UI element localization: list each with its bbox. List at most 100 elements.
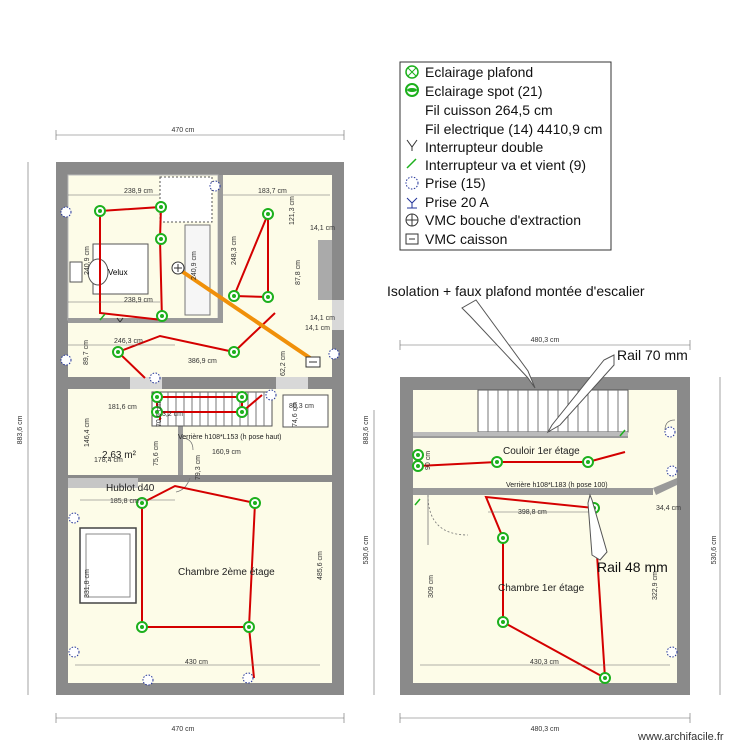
room-chambre-2: Chambre 2ème étage <box>178 567 275 578</box>
hublot-label: Hublot d40 <box>106 483 155 494</box>
dim: 178,4 cm <box>94 457 123 464</box>
socket-20a-icon <box>406 197 418 209</box>
ceiling-light-icon <box>405 65 419 79</box>
socket-icon <box>666 465 678 477</box>
spot-light-icon <box>155 201 167 213</box>
right-floor <box>413 390 677 683</box>
annotation-rail70: Rail 70 mm <box>617 347 688 363</box>
dim-height-inner-2: 530,6 cm <box>363 535 370 564</box>
legend-label: Eclairage plafond <box>425 64 533 80</box>
spot-light-icon <box>228 290 240 302</box>
double-switch-icon <box>406 139 418 151</box>
dim: 70,6 cm <box>156 402 163 427</box>
right-sockets <box>664 426 678 658</box>
spot-light-icon <box>497 532 509 544</box>
legend-label: Eclairage spot (21) <box>425 83 543 99</box>
dim: 90 cm <box>425 451 432 470</box>
spot-light-icon <box>236 391 248 403</box>
wall <box>318 240 332 300</box>
hublot-window <box>68 478 138 488</box>
dim-height-outer: 883,6 cm <box>17 415 24 444</box>
left-plan <box>56 162 344 695</box>
velux-label: Velux <box>108 268 128 277</box>
dim: 430,3 cm <box>530 659 559 666</box>
dim: 240,9 cm <box>191 251 198 280</box>
two-way-switch-icon <box>406 158 417 169</box>
dim: 322,9 cm <box>652 571 659 600</box>
legend-label: Fil cuisson 264,5 cm <box>425 102 553 118</box>
wall <box>218 175 223 323</box>
spot-light-icon <box>243 621 255 633</box>
room-couloir: Couloir 1er étage <box>503 446 580 457</box>
socket-icon <box>405 176 419 190</box>
socket-icon <box>664 426 676 438</box>
dim: 248,3 cm <box>231 236 238 265</box>
spot-light-icon <box>582 456 594 468</box>
legend-label: Interrupteur double <box>425 139 544 155</box>
left-dimension-texts: 470 cm 470 cm 883,6 cm 883,6 cm 530,6 cm… <box>17 127 370 733</box>
spot-light-icon <box>136 497 148 509</box>
dim-height: 530,6 cm <box>711 535 718 564</box>
socket-icon <box>149 372 161 384</box>
double-switch-icon <box>116 317 124 323</box>
window <box>276 377 308 389</box>
dim: 238,9 cm <box>124 188 153 195</box>
wall <box>653 478 677 495</box>
dim: 183,7 cm <box>258 188 287 195</box>
spot-light-icon <box>249 497 261 509</box>
room-chambre-1: Chambre 1er étage <box>498 583 585 594</box>
dim: 181,6 cm <box>108 404 137 411</box>
dim: 238,9 cm <box>124 297 153 304</box>
dim: 80,3 cm <box>289 403 314 410</box>
dim-width-top: 470 cm <box>172 127 195 134</box>
dim-height-inner: 883,6 cm <box>363 415 370 444</box>
dim: 14,1 cm <box>305 325 330 332</box>
dim: 89,7 cm <box>83 340 90 365</box>
spot-light-icon <box>405 83 419 97</box>
spot-light-icon <box>136 621 148 633</box>
velux-window <box>184 224 211 316</box>
vmc-extract-icon <box>171 261 185 275</box>
spot-light-icon <box>156 310 168 322</box>
legend-box <box>399 61 612 251</box>
wall <box>68 318 218 323</box>
dim: 185,8 cm <box>110 498 139 505</box>
dim: 160,9 cm <box>212 449 241 456</box>
shower <box>159 176 213 223</box>
dim: 146,4 cm <box>84 418 91 447</box>
toilet-tank <box>69 261 83 283</box>
legend-label: Prise 20 A <box>425 194 489 210</box>
spot-light-icon <box>112 346 124 358</box>
arrow-rail70 <box>546 354 615 434</box>
dim: 14,1 cm <box>310 225 335 232</box>
spot-light-icon <box>412 449 424 461</box>
legend-label: Fil electrique (14) 4410,9 cm <box>425 121 602 137</box>
door-arc <box>664 419 676 431</box>
wall <box>68 475 332 482</box>
spot-light-icon <box>412 460 424 472</box>
dim: 240,9 cm <box>84 246 91 275</box>
dim: 62,2 cm <box>280 351 287 376</box>
dim: 75,6 cm <box>153 441 160 466</box>
watermark: www.archifacile.fr <box>637 731 724 743</box>
socket-icon <box>666 646 678 658</box>
dim: 121,3 cm <box>289 196 296 225</box>
spot-light-icon <box>228 346 240 358</box>
vmc-box-icon <box>405 233 419 245</box>
left-spots <box>94 201 274 633</box>
two-way-switch-icon <box>414 498 421 506</box>
socket-icon <box>265 389 277 401</box>
legend-label: Interrupteur va et vient (9) <box>425 157 586 173</box>
legend-label: VMC caisson <box>425 231 507 247</box>
verriere-label: Verrière h108*L153 (h pose haut) <box>178 434 282 441</box>
door-arc <box>427 494 469 536</box>
spot-light-icon <box>236 406 248 418</box>
dim-width-top: 480,3 cm <box>531 337 560 344</box>
spot-light-icon <box>262 291 274 303</box>
spot-light-icon <box>497 616 509 628</box>
right-dimension-lines <box>399 340 721 723</box>
dim-width-bottom: 480,3 cm <box>531 726 560 733</box>
dim-width-bottom: 470 cm <box>172 726 195 733</box>
spot-light-icon <box>94 205 106 217</box>
